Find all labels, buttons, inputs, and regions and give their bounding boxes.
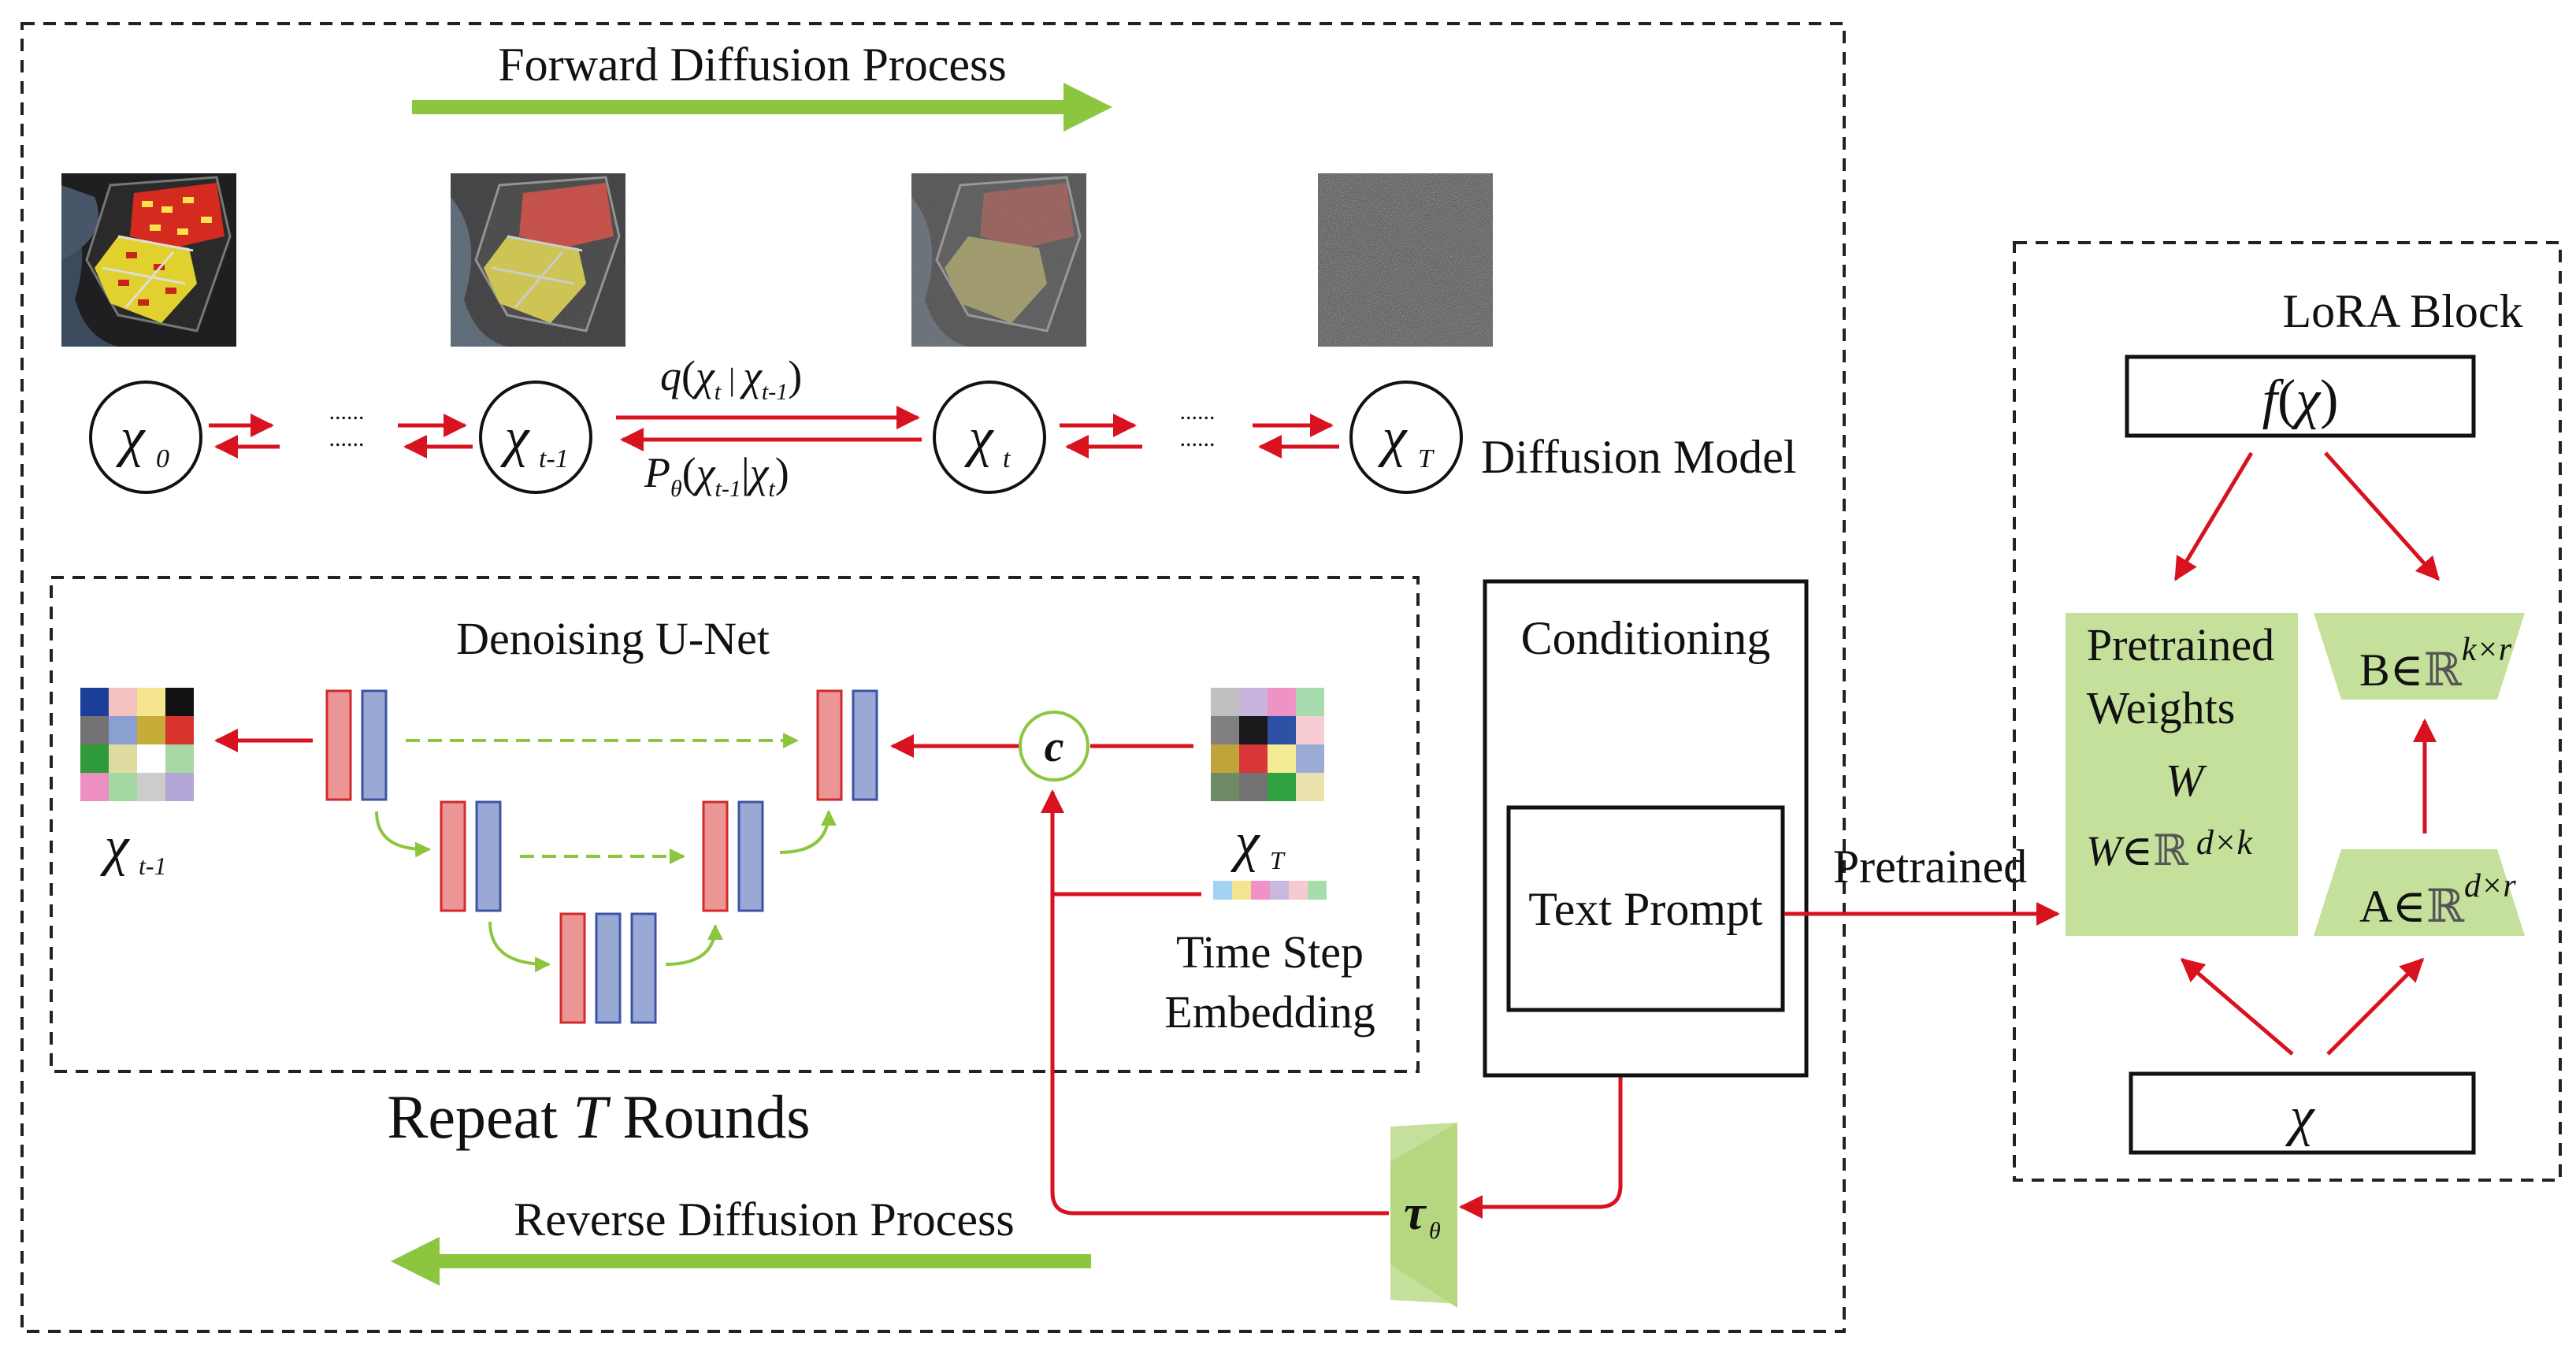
- down-arrow-1: [375, 811, 431, 858]
- svg-text:χ: χ: [1230, 812, 1261, 873]
- state-xT: χ T: [1349, 381, 1463, 494]
- svg-text:χ: χ: [500, 407, 531, 468]
- pretrained-weights-box: [2066, 613, 2298, 936]
- fx-to-B-arrow: [2324, 451, 2440, 581]
- q-formula: q(χt | χt-1): [660, 352, 802, 405]
- svg-text:T: T: [1418, 444, 1435, 473]
- pretrained-arrow-label: Pretrained: [1833, 841, 2028, 893]
- lora-A-block: [2314, 849, 2525, 936]
- conditioning-to-tau-path: [1459, 1075, 1623, 1219]
- lora-block-frame: [2013, 241, 2562, 1182]
- up-arrow-2: [779, 810, 837, 854]
- forward-diffusion-label: Forward Diffusion Process: [498, 39, 1007, 91]
- diffusion-model-label: Diffusion Model: [1481, 431, 1797, 483]
- lora-B-block: [2314, 613, 2525, 700]
- tau-encoder: τ θ: [1390, 1123, 1457, 1308]
- text-prompt-label: Text Prompt: [1528, 883, 1763, 935]
- unet-input-grid: [1211, 688, 1324, 801]
- tau-to-concat-path: [1041, 789, 1389, 1216]
- text-prompt-box: [1506, 805, 1785, 1012]
- forward-arrow: [412, 83, 1112, 132]
- svg-text:θ: θ: [1429, 1218, 1441, 1244]
- dots-3: ......: [1180, 399, 1216, 425]
- lora-block-title: LoRA Block: [2282, 285, 2522, 337]
- lora-A-label: A∈ℝd×r: [2359, 868, 2516, 932]
- pure-noise-image: [1318, 173, 1493, 347]
- svg-text:t: t: [1003, 444, 1011, 473]
- repeat-rounds-label: Repeat T Rounds: [387, 1082, 810, 1151]
- svg-text:χ: χ: [1378, 407, 1409, 468]
- timestep-embedding-strip: [1213, 881, 1327, 900]
- f-x-box: [2125, 355, 2476, 438]
- unet-decoder-level-2: [702, 800, 764, 912]
- svg-text:τ: τ: [1404, 1186, 1427, 1240]
- state-xt: χ t: [933, 381, 1046, 494]
- p-formula: Pθ(χt-1|χt): [644, 449, 789, 502]
- svg-text:χ: χ: [116, 407, 147, 468]
- unet-output-grid: [80, 688, 194, 801]
- diffusion-model-frame: [20, 22, 1846, 1333]
- conditioning-title: Conditioning: [1521, 612, 1771, 664]
- state-x0: χ 0: [89, 381, 202, 494]
- unet-frame: [50, 576, 1420, 1073]
- x-to-A-arrow: [2326, 957, 2425, 1056]
- svg-text:c: c: [1045, 722, 1064, 771]
- dots-1: ......: [329, 399, 365, 425]
- fx-to-weights-arrow: [2173, 451, 2254, 581]
- unet-bottleneck: [559, 912, 657, 1024]
- weights-W: W: [2166, 755, 2207, 806]
- aerial-image-slightly-noisy: [451, 173, 625, 347]
- svg-text:t-1: t-1: [539, 444, 569, 473]
- timestep-label-line2: Embedding: [1164, 986, 1375, 1038]
- unet-encoder-level-1: [325, 689, 388, 801]
- timestep-label-line1: Time Step: [1176, 926, 1364, 978]
- dots-4: ......: [1180, 425, 1216, 451]
- concat-node: c: [1019, 711, 1089, 781]
- state-transition-arrows: [209, 406, 1339, 458]
- svg-text:T: T: [1270, 846, 1286, 874]
- reverse-arrow: [391, 1237, 1091, 1286]
- aerial-image-clean: [61, 173, 236, 347]
- down-arrow-2: [488, 921, 551, 973]
- unet-output-label: χ t-1: [100, 816, 167, 880]
- weights-line1: Pretrained: [2087, 619, 2274, 670]
- lora-input-box: [2129, 1071, 2476, 1155]
- reverse-diffusion-label: Reverse Diffusion Process: [514, 1194, 1014, 1245]
- unet-title: Denoising U-Net: [456, 613, 770, 664]
- svg-text:χ: χ: [100, 816, 131, 877]
- f-x-label: f(χ): [2262, 369, 2339, 430]
- x-to-weights-arrow: [2180, 958, 2294, 1056]
- unet-input-label: χ T: [1230, 812, 1286, 874]
- unet-encoder-level-2: [440, 800, 502, 912]
- aerial-image-noisy: [911, 173, 1086, 347]
- svg-text:0: 0: [156, 444, 169, 473]
- weights-line2: Weights: [2087, 682, 2236, 733]
- unet-decoder-level-1: [816, 689, 878, 801]
- svg-text:t-1: t-1: [139, 852, 167, 880]
- svg-text:χ: χ: [964, 407, 995, 468]
- lora-B-label: B∈ℝk×r: [2359, 632, 2512, 696]
- up-arrow-1: [665, 924, 723, 966]
- dots-2: ......: [329, 425, 365, 451]
- lora-input-label: χ: [2285, 1086, 2316, 1147]
- state-xt-minus-1: χ t-1: [479, 381, 592, 494]
